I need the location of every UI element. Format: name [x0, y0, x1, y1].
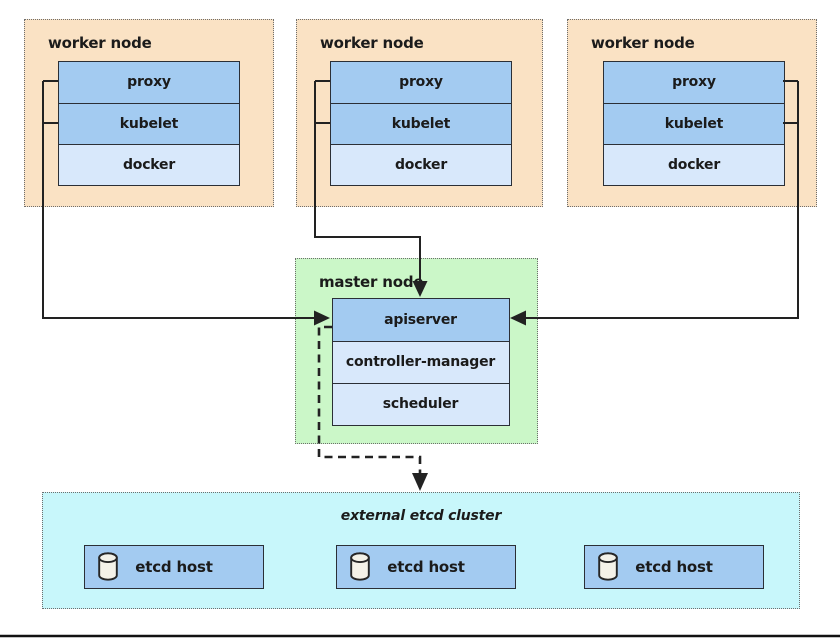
master-node: master node apiserver controller-manager…: [295, 258, 538, 444]
worker-node-1: worker node proxy kubelet docker: [24, 19, 274, 207]
component-controller-manager: controller-manager: [332, 340, 509, 383]
database-cylinder-icon: [350, 552, 370, 581]
component-kubelet: kubelet: [59, 102, 239, 144]
external-etcd-cluster: external etcd cluster etcd host etcd hos…: [42, 492, 800, 609]
component-scheduler: scheduler: [332, 382, 509, 425]
component-docker: docker: [604, 143, 784, 185]
worker-node-3: worker node proxy kubelet docker: [567, 19, 817, 207]
database-cylinder-icon: [98, 552, 118, 581]
component-apiserver: apiserver: [332, 298, 509, 341]
worker-node-3-title: worker node: [591, 34, 695, 52]
worker-node-3-components: proxy kubelet docker: [603, 60, 785, 186]
component-docker: docker: [331, 143, 511, 185]
arrowhead-into-etcd-cluster: [412, 473, 428, 491]
worker-node-2-components: proxy kubelet docker: [330, 60, 512, 186]
etcd-host-2-label: etcd host: [387, 558, 465, 576]
component-kubelet: kubelet: [331, 102, 511, 144]
component-docker: docker: [59, 143, 239, 185]
external-etcd-cluster-title: external etcd cluster: [340, 508, 502, 524]
worker-node-1-components: proxy kubelet docker: [58, 60, 240, 186]
component-kubelet: kubelet: [604, 102, 784, 144]
worker-node-2-title: worker node: [320, 34, 424, 52]
worker-node-1-title: worker node: [48, 34, 152, 52]
component-proxy: proxy: [604, 61, 784, 103]
etcd-host-3-label: etcd host: [635, 558, 713, 576]
master-node-components: apiserver controller-manager scheduler: [331, 297, 510, 426]
etcd-host-1: etcd host: [84, 545, 264, 589]
component-proxy: proxy: [331, 61, 511, 103]
component-proxy: proxy: [59, 61, 239, 103]
master-node-title: master node: [319, 273, 424, 291]
worker-node-2: worker node proxy kubelet docker: [296, 19, 543, 207]
etcd-host-3: etcd host: [584, 545, 764, 589]
etcd-host-1-label: etcd host: [135, 558, 213, 576]
etcd-host-2: etcd host: [336, 545, 516, 589]
database-cylinder-icon: [598, 552, 618, 581]
